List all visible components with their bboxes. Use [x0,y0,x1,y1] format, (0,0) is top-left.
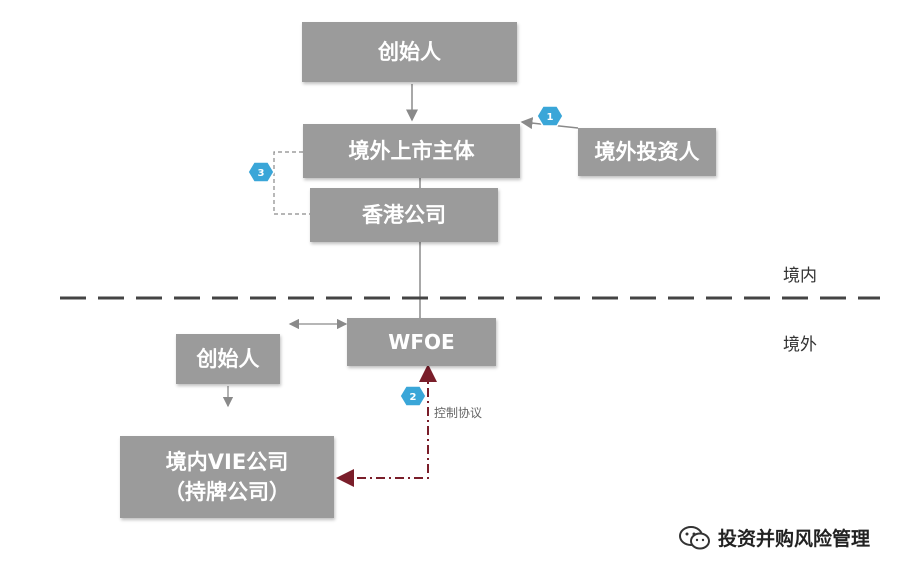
vie-company-license-note: （持牌公司） [164,480,290,504]
node-vie-company: 境内VIE公司 （持牌公司） [120,436,334,518]
badge-2: 2 [399,385,427,407]
node-hk-company: 香港公司 [310,188,498,242]
node-founder-top: 创始人 [302,22,517,82]
badge-1: 1 [536,105,564,127]
watermark: 投资并购风险管理 [678,524,870,551]
control-agreement-path [338,366,429,479]
svg-text:1: 1 [547,112,554,123]
node-offshore-listing-entity: 境外上市主体 [303,124,520,178]
wechat-icon [678,525,710,549]
node-foreign-investor: 境外投资人 [578,128,716,176]
zone-label-upper: 境内 [783,266,817,286]
zone-label-lower: 境外 [783,335,817,355]
badge-3: 3 [247,161,275,183]
connector-bracket-3 [273,151,310,215]
vie-company-name: 境内VIE公司 [165,449,289,474]
watermark-text: 投资并购风险管理 [717,528,870,550]
control-agreement-label: 控制协议 [434,406,483,420]
node-founder-bottom: 创始人 [176,334,280,384]
node-wfoe: WFOE [347,318,496,366]
svg-text:3: 3 [258,168,265,179]
svg-text:2: 2 [410,392,417,403]
